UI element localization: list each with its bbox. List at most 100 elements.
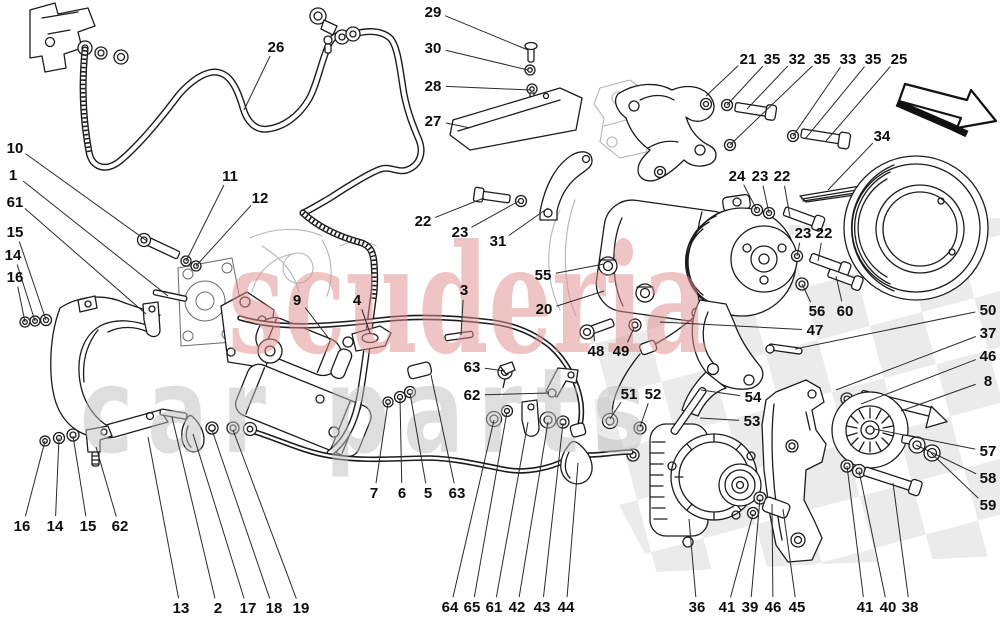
leader-line-62	[95, 446, 117, 517]
leader-line-33	[792, 66, 841, 137]
callout-54: 54	[745, 389, 762, 406]
callout-22: 22	[816, 225, 833, 242]
leader-line-63	[484, 367, 506, 372]
watermark-brand: scuderia	[228, 212, 708, 388]
leader-line-27	[445, 122, 471, 129]
callout-17: 17	[240, 600, 257, 617]
leader-line-6	[399, 397, 403, 484]
shield-plate	[449, 41, 583, 151]
leader-line-22	[817, 242, 822, 262]
leader-line-8	[900, 383, 976, 412]
callout-63: 63	[464, 359, 481, 376]
battery-cables	[79, 28, 634, 474]
leader-line-17	[192, 433, 245, 599]
leader-line-47	[659, 321, 803, 330]
callout-11: 11	[222, 168, 238, 185]
callout-23: 23	[452, 224, 469, 241]
leader-line-7	[375, 402, 389, 484]
leader-line-46	[860, 359, 977, 405]
leader-line-4	[361, 309, 371, 334]
leader-line-1	[22, 180, 169, 297]
leader-line-43	[542, 422, 564, 598]
callout-13: 13	[173, 600, 190, 617]
leader-line-63	[430, 374, 455, 484]
support-bracket-31	[472, 151, 593, 221]
callout-32: 32	[789, 51, 806, 68]
callout-27: 27	[425, 113, 442, 130]
callout-20: 20	[536, 301, 553, 318]
leader-line-60	[835, 275, 843, 302]
leader-line-10	[25, 153, 148, 242]
small-hardware-left	[19, 232, 258, 467]
callout-31: 31	[490, 233, 507, 250]
callout-35: 35	[814, 51, 831, 68]
leader-line-5	[409, 392, 427, 484]
callout-51: 51	[621, 386, 638, 403]
callout-62: 62	[112, 518, 129, 535]
drive-belt-and-pulley	[799, 155, 989, 301]
leader-line-18	[211, 429, 271, 599]
ac-compressor	[595, 193, 798, 420]
callout-21: 21	[740, 51, 757, 68]
callout-44: 44	[558, 599, 575, 616]
leader-line-15	[72, 435, 87, 517]
callout-35: 35	[865, 51, 882, 68]
leader-line-52	[639, 403, 649, 428]
callout-36: 36	[689, 599, 706, 616]
cable-clamp-26	[309, 7, 361, 54]
leader-line-65	[473, 411, 508, 598]
callout-40: 40	[880, 599, 897, 616]
small-hardware-centre	[382, 361, 647, 485]
watermark-tagline: car parts	[80, 342, 660, 480]
callout-56: 56	[809, 303, 826, 320]
leader-line-20	[556, 290, 605, 307]
leader-line-50	[794, 311, 976, 350]
leader-line-35	[726, 65, 764, 106]
callout-59: 59	[980, 497, 997, 514]
leader-line-39	[750, 498, 761, 598]
callout-15: 15	[80, 518, 97, 535]
ground-strap-bracket	[29, 2, 129, 73]
callout-38: 38	[902, 599, 919, 616]
callout-7: 7	[370, 485, 378, 502]
leader-line-55	[555, 263, 605, 274]
leader-line-59	[930, 452, 979, 499]
leader-line-35	[729, 65, 813, 146]
leader-line-28	[445, 85, 532, 91]
callout-64: 64	[442, 599, 459, 616]
leader-line-14	[16, 264, 36, 322]
callout-1: 1	[9, 167, 17, 184]
leader-line-30	[445, 49, 529, 71]
callout-16: 16	[14, 518, 31, 535]
callout-4: 4	[353, 292, 362, 309]
callout-10: 10	[7, 140, 24, 157]
starter-motor	[220, 291, 372, 458]
callout-14: 14	[5, 247, 22, 264]
callout-19: 19	[293, 600, 310, 617]
alternator	[626, 386, 762, 548]
leader-line-13	[147, 436, 180, 599]
callout-14: 14	[47, 518, 64, 535]
callout-2: 2	[214, 600, 222, 617]
leader-line-32	[746, 65, 789, 110]
callout-25: 25	[891, 51, 908, 68]
leader-line-23	[796, 242, 801, 257]
callout-16: 16	[7, 269, 24, 286]
leader-line-12	[195, 204, 252, 267]
clamp-4-plate	[342, 325, 392, 352]
callout-41: 41	[857, 599, 874, 616]
leader-line-49	[626, 327, 635, 343]
callout-52: 52	[645, 386, 662, 403]
callout-46: 46	[980, 348, 997, 365]
leader-line-41	[846, 465, 864, 598]
leader-line-23	[762, 185, 770, 214]
callout-8: 8	[984, 373, 992, 390]
callout-23: 23	[795, 225, 812, 242]
callout-23: 23	[752, 168, 769, 185]
leader-line-11	[185, 184, 225, 262]
leader-line-58	[915, 444, 977, 475]
leader-line-57	[873, 428, 976, 450]
